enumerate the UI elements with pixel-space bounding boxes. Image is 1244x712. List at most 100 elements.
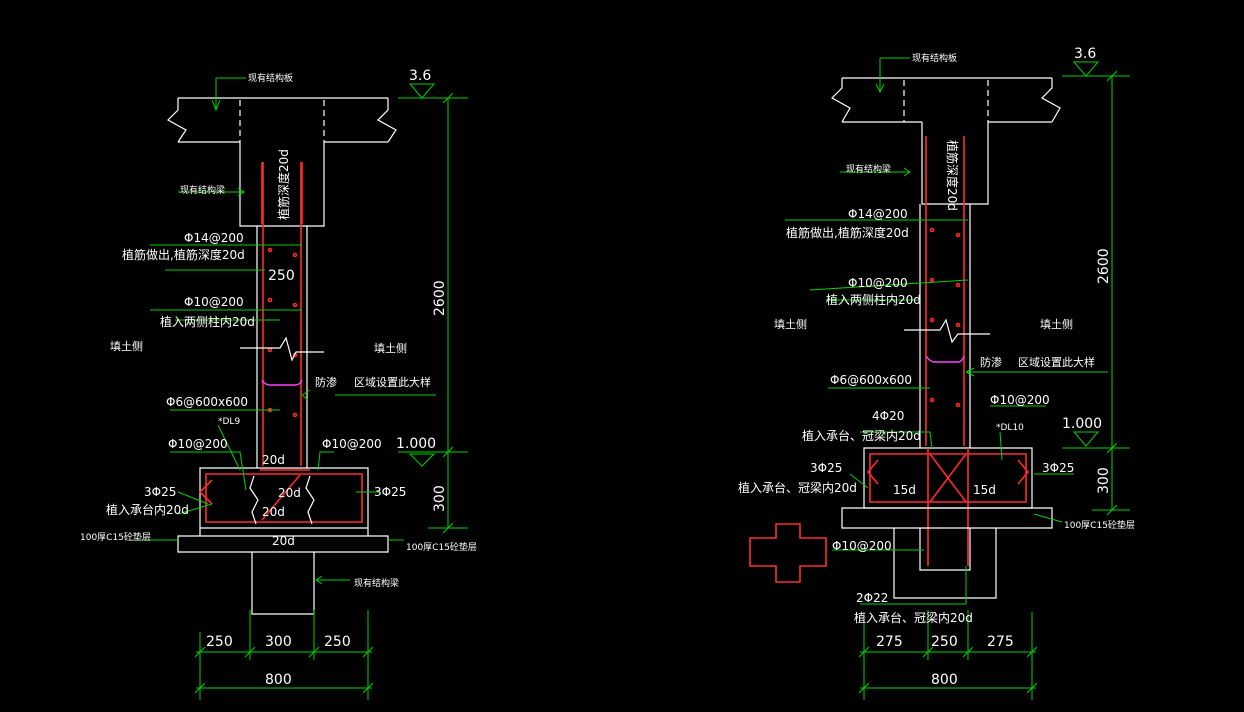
left-bedding: [177, 528, 389, 553]
right-cap-rebar: [866, 448, 1030, 566]
right-bar-3-25-left: 3Φ25: [810, 461, 842, 475]
left-dim-800: 800: [265, 672, 292, 688]
right-note-2-22: 植入承台、冠梁内20d: [854, 610, 973, 625]
right-dim-250: 250: [931, 634, 958, 650]
right-bar-10: Φ10@200: [848, 276, 908, 290]
left-dim-300: 300: [265, 634, 292, 650]
right-waterproof-note: 区域设置此大样: [1018, 355, 1095, 369]
right-15d-right: 15d: [973, 483, 996, 497]
right-vert-dim: [1092, 70, 1130, 516]
left-dl: *DL9: [218, 417, 240, 427]
left-rebar-anchor: [261, 162, 303, 224]
right-15d-left: 15d: [893, 483, 916, 497]
right-pile-outline: [893, 528, 997, 599]
right-elev-mid-label: 1.000: [1062, 416, 1102, 432]
right-dl: *DL10: [996, 423, 1024, 433]
left-bar-10-left: Φ10@200: [168, 437, 228, 451]
left-elev-mid-label: 1.000: [396, 436, 436, 452]
right-rebar-dots: [929, 227, 961, 408]
left-existing-beam-bottom: 现有结构梁: [354, 577, 399, 589]
left-elev-top-label: 3.6: [409, 68, 431, 84]
right-dim-2600: 2600: [1096, 248, 1112, 284]
right-bar-2-22: 2Φ22: [856, 591, 888, 605]
left-slab-hidden: [239, 100, 325, 142]
left-cap-break-r: [305, 475, 315, 525]
right-bar-10-bottom: Φ10@200: [832, 539, 892, 553]
right-dim-300: 300: [1096, 467, 1112, 494]
left-note-10: 植入两侧柱内20d: [160, 314, 255, 329]
right-waterproof: 防渗: [980, 355, 1002, 369]
left-cap-break-l: [249, 475, 259, 525]
left-bar-3-25-right: 3Φ25: [374, 485, 406, 499]
left-bar-3-25-left: 3Φ25: [144, 485, 176, 499]
right-soil-right: 填土侧: [1040, 317, 1073, 331]
left-dim-300: 300: [432, 485, 448, 512]
right-bar-4-20: 4Φ20: [872, 409, 904, 423]
left-existing-beam: [251, 552, 315, 615]
left-dim-2600: 2600: [432, 280, 448, 316]
left-beam-outline: [239, 142, 325, 227]
left-soil-right: 填土侧: [374, 341, 407, 355]
right-dim-275a: 275: [876, 634, 903, 650]
left-bottom-dims: [194, 610, 374, 700]
right-slab-outline: [831, 77, 1061, 123]
left-existing-slab-label: 现有结构板: [248, 72, 293, 84]
right-dim-800: 800: [931, 672, 958, 688]
left-width-250: 250: [268, 268, 295, 284]
right-anchor-top: 植筋深度20d: [945, 140, 960, 211]
left-20d-top: 20d: [262, 453, 285, 467]
left-bar-14: Φ14@200: [184, 231, 244, 245]
right-wall-break: [904, 318, 990, 344]
left-elev-mid: [398, 451, 468, 467]
left-20d-b: 20d: [262, 505, 285, 519]
right-bar-10-mid: Φ10@200: [990, 393, 1050, 407]
right-existing-slab-label: 现有结构板: [912, 52, 957, 64]
left-waterproof-mark: [261, 379, 303, 386]
left-note-14: 植筋做出,植筋深度20d: [122, 247, 245, 262]
right-wall-outline: [919, 204, 971, 448]
right-bar-14: Φ14@200: [848, 207, 908, 221]
left-20d-bottom: 20d: [272, 534, 295, 548]
left-bar-10-right: Φ10@200: [322, 437, 382, 451]
right-elev-mid: [1062, 431, 1130, 449]
left-waterproof-note: 区域设置此大样: [354, 375, 431, 389]
right-bottom-dims: [858, 610, 1038, 700]
left-existing-beam-label: 现有结构梁: [180, 184, 225, 196]
left-wall-break: [240, 336, 324, 362]
right-note-14: 植筋做出,植筋深度20d: [786, 225, 909, 240]
left-dim-250b: 250: [324, 634, 351, 650]
left-rebar-vertical: [262, 162, 302, 466]
left-c15-left: 100厚C15砼垫层: [80, 531, 151, 543]
right-soil-left: 填土侧: [774, 317, 807, 331]
left-dim-250a: 250: [206, 634, 233, 650]
left-elev-top: [398, 83, 468, 99]
left-slab-outline: [167, 97, 397, 143]
right-beam-outline: [921, 122, 989, 205]
right-slab-hidden: [903, 80, 989, 122]
left-bar-10: Φ10@200: [184, 295, 244, 309]
right-existing-beam-label: 现有结构梁: [846, 163, 891, 175]
left-vert-dim: [428, 92, 468, 534]
right-waterproof-mark: [925, 355, 965, 363]
right-note-cap: 植入承台、冠梁内20d: [738, 480, 857, 495]
right-c15: 100厚C15砼垫层: [1064, 519, 1135, 531]
right-leaders: [785, 57, 1108, 605]
left-cap-diagonal: [260, 469, 310, 521]
right-rebar-vertical: [925, 136, 965, 446]
right-section-symbol: [749, 523, 827, 583]
left-waterproof: 防渗: [315, 375, 337, 389]
right-bar-3-25-right: 3Φ25: [1042, 461, 1074, 475]
right-detail: [749, 57, 1130, 700]
right-elev-top-label: 3.6: [1074, 46, 1096, 62]
left-anchor-top: 植筋深度20d: [276, 149, 291, 220]
left-wall-outline: [256, 226, 308, 468]
left-leaders: [130, 77, 436, 585]
right-note-4-20: 植入承台、冠梁内20d: [802, 428, 921, 443]
left-c15-right: 100厚C15砼垫层: [406, 541, 477, 553]
left-soil-left: 填土侧: [110, 339, 143, 353]
left-note-cap: 植入承台内20d: [106, 502, 189, 517]
right-bar-6: Φ6@600x600: [830, 373, 912, 387]
right-note-10: 植入两侧柱内20d: [826, 292, 921, 307]
right-dim-275b: 275: [987, 634, 1014, 650]
